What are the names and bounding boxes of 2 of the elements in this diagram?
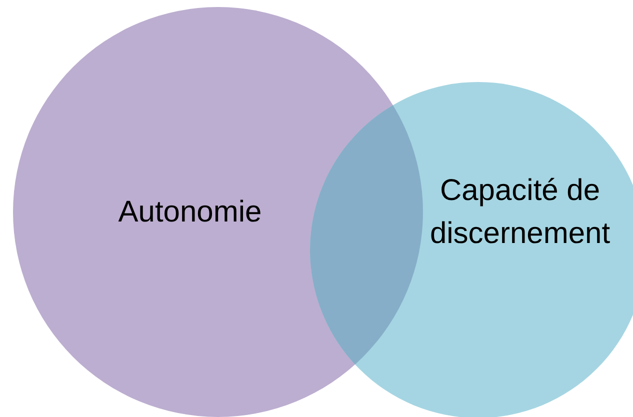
circle-label: Autonomie	[117, 194, 263, 230]
circle-label: Capacité de discernement	[428, 173, 612, 252]
